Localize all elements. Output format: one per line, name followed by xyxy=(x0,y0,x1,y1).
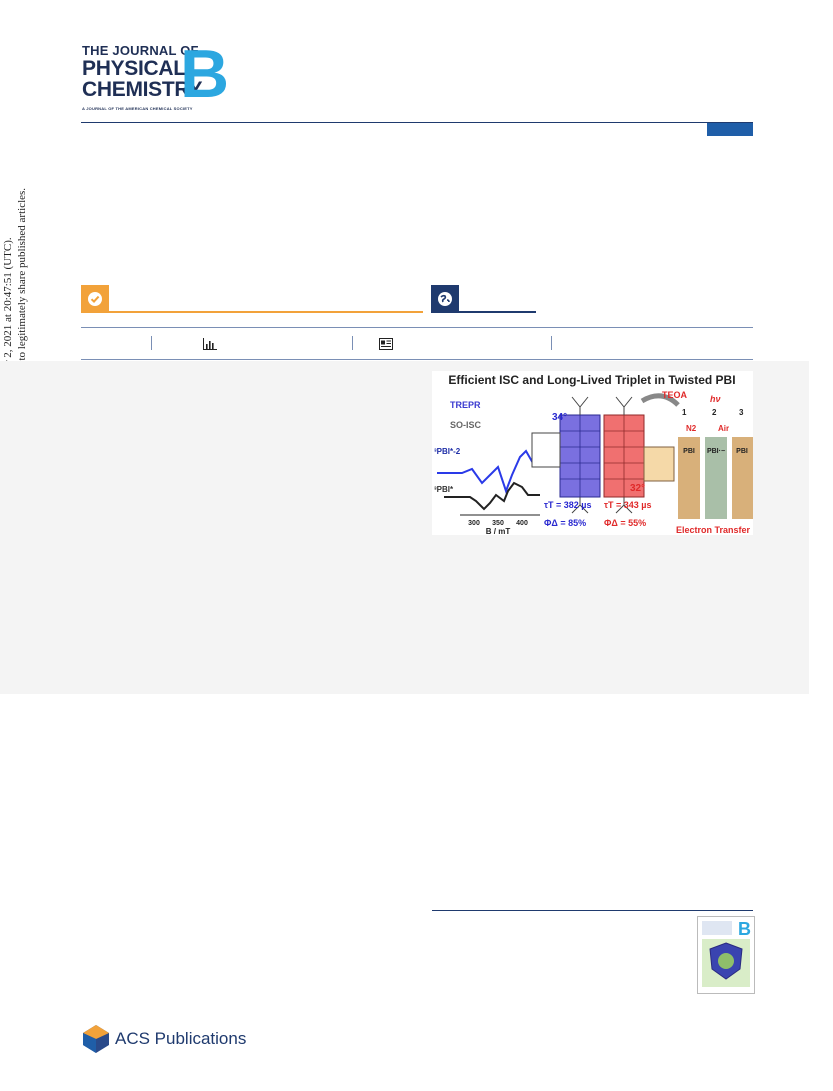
air-label: Air xyxy=(718,424,729,433)
n2-label: N2 xyxy=(686,424,697,433)
metrics-top-rule xyxy=(81,327,753,328)
trepr-spectrum-black xyxy=(444,481,540,511)
journal-subtitle: A JOURNAL OF THE AMERICAN CHEMICAL SOCIE… xyxy=(82,106,193,111)
journal-letter: B xyxy=(180,36,230,112)
read-online-badge[interactable] xyxy=(431,285,536,313)
axis-tick-label: 350 xyxy=(492,520,504,527)
acs-hexagon-icon xyxy=(83,1025,109,1053)
toc-title: Efficient ISC and Long-Lived Triplet in … xyxy=(448,373,735,387)
blue-molecule xyxy=(531,396,601,514)
checkmark-icon xyxy=(88,292,102,306)
journal-cover-thumbnail[interactable]: B xyxy=(697,916,755,994)
article-type-tab xyxy=(707,123,753,136)
journal-name-line2: PHYSICAL xyxy=(82,57,186,80)
bar-chart-icon[interactable] xyxy=(203,338,217,350)
teoa-label: TEOA xyxy=(662,390,688,400)
trepr-label: TREPR xyxy=(450,400,481,410)
cite-badge[interactable] xyxy=(81,285,423,313)
tau-label-red: τT = 343 µs xyxy=(604,500,651,510)
vial-3 xyxy=(732,437,753,519)
vial-1 xyxy=(678,437,700,519)
header-rule xyxy=(81,122,753,123)
read-online-badge-line xyxy=(459,311,536,313)
journal-logo[interactable]: THE JOURNAL OF PHYSICAL CHEMISTRY A JOUR… xyxy=(82,40,229,114)
journal-name-line3: CHEMISTRY xyxy=(82,78,203,101)
axis-label: B / mT xyxy=(486,527,511,535)
angle-label-red: 32° xyxy=(630,483,645,494)
toc-graphic[interactable]: Efficient ISC and Long-Lived Triplet in … xyxy=(432,371,753,535)
metrics-separator xyxy=(352,336,353,350)
metrics-separator xyxy=(551,336,552,350)
acs-publications-text: ACS Publications xyxy=(115,1029,247,1048)
journal-name-line1: THE JOURNAL OF xyxy=(82,43,199,58)
tau-label-blue: τT = 382 µs xyxy=(544,500,591,510)
red-molecule xyxy=(603,396,675,514)
toc-graphic-svg: Efficient ISC and Long-Lived Triplet in … xyxy=(434,373,753,535)
cover-art: B xyxy=(698,917,754,993)
electron-transfer-label: Electron Transfer xyxy=(676,525,751,535)
phi-label-blue: ΦΔ = 85% xyxy=(544,518,586,528)
vial-number: 1 xyxy=(682,408,687,417)
read-online-badge-square xyxy=(431,285,459,313)
curved-arrow-icon xyxy=(640,393,680,407)
article-icon[interactable] xyxy=(379,338,393,350)
cover-rule xyxy=(432,910,753,911)
cite-badge-line xyxy=(109,311,423,313)
pbi2-label: ³PBI*-2 xyxy=(434,447,461,456)
angle-label-blue: 34° xyxy=(552,412,567,423)
soisc-label: SO-ISC xyxy=(450,420,482,430)
acs-publications-logo[interactable]: ACS Publications xyxy=(81,1023,246,1055)
cover-letter: B xyxy=(738,919,751,939)
vial-label: PBI xyxy=(683,448,695,455)
phi-label-red: ΦΔ = 55% xyxy=(604,518,646,528)
vial-label: PBI·− xyxy=(707,448,725,455)
vial-2 xyxy=(705,437,727,519)
hv-label: hν xyxy=(710,394,721,404)
vial-number: 2 xyxy=(712,408,717,417)
metrics-separator xyxy=(151,336,152,350)
pbi-label: ³PBI* xyxy=(434,485,454,494)
vial-label: PBI xyxy=(736,448,748,455)
metrics-bottom-rule xyxy=(81,359,753,360)
axis-tick-label: 400 xyxy=(516,520,528,527)
globe-icon xyxy=(438,292,452,306)
vial-number: 3 xyxy=(739,408,744,417)
cite-badge-square xyxy=(81,285,109,313)
axis-tick-label: 300 xyxy=(468,520,480,527)
